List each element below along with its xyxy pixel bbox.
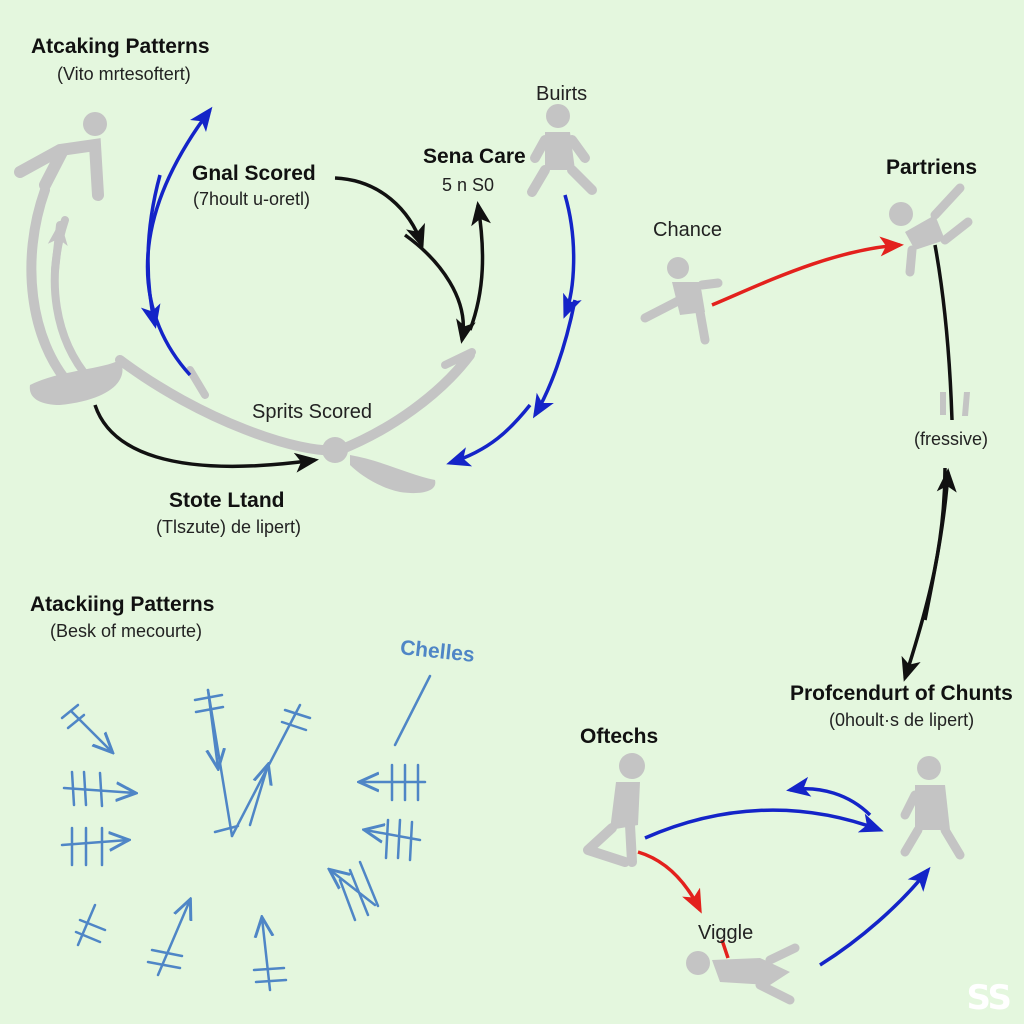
blue-arrow-right-arc xyxy=(446,194,582,467)
section-title-attacking-patterns: Atcaking Patterns xyxy=(31,35,210,58)
player-figure-viggle-lying xyxy=(686,943,800,1005)
grey-small-figure-fressive xyxy=(940,392,970,416)
player-figure-oftechs xyxy=(583,753,645,867)
section-subtitle: (Vito mrtesoftert) xyxy=(57,64,191,84)
label-fressive: (fressive) xyxy=(914,429,989,449)
label-stote-ltand: Stote Ltand xyxy=(169,489,285,512)
label-goal-sub: (7hoult u-oretl) xyxy=(193,189,311,209)
section-subtitle-2: (Besk of mecourte) xyxy=(50,621,203,641)
black-arrow-stote xyxy=(93,404,319,473)
player-figure-chance xyxy=(640,257,723,345)
label-sena-sub: 5 n S0 xyxy=(442,175,495,195)
label-profcendurt-sub: (0hoult·s de lipert) xyxy=(829,710,975,730)
label-goal-scored: Gnal Scored xyxy=(192,162,316,185)
player-figure-right-standing xyxy=(900,756,965,860)
blue-arrow-left-arc xyxy=(140,106,213,377)
black-line-right xyxy=(901,244,957,682)
label-profcendurt-of-chunts: Profcendurt of Chunts xyxy=(790,682,1013,705)
label-sena-care: Sena Care xyxy=(423,145,526,168)
player-figure-partriens xyxy=(889,183,973,277)
player-figure-center-lying xyxy=(322,437,436,494)
player-figure-top-left xyxy=(14,112,107,201)
blue-arrows-bottom-right xyxy=(644,776,931,967)
label-stote-sub: (Tlszute) de lipert) xyxy=(156,517,302,537)
player-figure-bottom-left-lying xyxy=(29,360,123,405)
red-arrow-chance xyxy=(711,236,904,307)
label-sprits-scored: Sprits Scored xyxy=(252,401,373,423)
label-chance: Chance xyxy=(653,219,722,241)
label-viggle: Viggle xyxy=(698,922,754,944)
black-arrow-goal xyxy=(334,176,491,344)
section-title-attacking-patterns-2: Atackiing Patterns xyxy=(30,593,215,616)
label-buirts: Buirts xyxy=(536,83,588,105)
light-blue-marks xyxy=(60,674,432,992)
red-arrows-bottom-right xyxy=(637,850,730,959)
player-figure-buirts xyxy=(527,104,597,197)
watermark: SS xyxy=(966,978,1012,1018)
label-oftechs: Oftechs xyxy=(580,725,659,748)
label-partriens: Partriens xyxy=(886,156,978,179)
